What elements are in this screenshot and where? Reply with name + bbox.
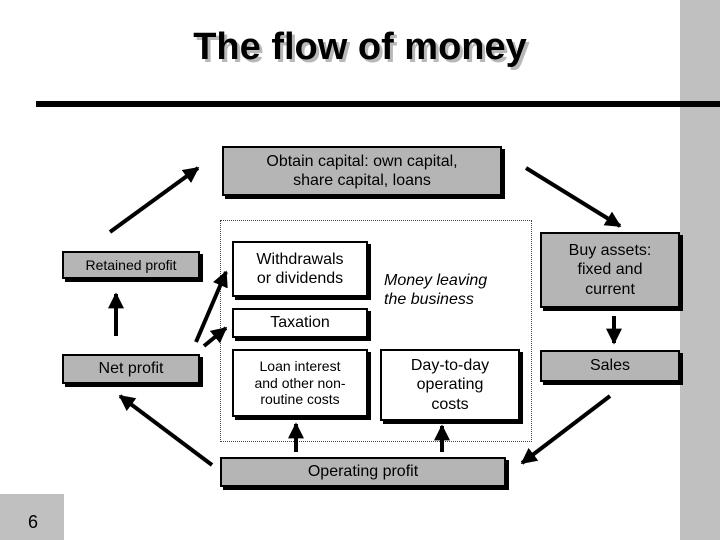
- money-leaving-line1: Money leaving: [384, 271, 488, 289]
- arrow-operating-to-net: [118, 394, 214, 467]
- retained-profit-box: Retained profit: [62, 251, 200, 279]
- buy-assets-line1: Buy assets:: [568, 242, 652, 260]
- withdrawals-line1: Withdrawals: [256, 250, 344, 268]
- sales-box: Sales: [540, 350, 680, 382]
- money-leaving-label: Money leaving the business: [384, 268, 516, 312]
- loan-interest-line2: and other non-: [254, 374, 346, 391]
- net-profit-label: Net profit: [98, 360, 164, 378]
- buy-assets-line3: current: [585, 280, 635, 298]
- arrow-capital-to-assets: [524, 166, 622, 228]
- loan-interest-box: Loan interest and other non- routine cos…: [232, 349, 368, 417]
- sales-label: Sales: [589, 357, 631, 375]
- buy-assets-box: Buy assets: fixed and current: [540, 232, 680, 308]
- arrow-net-to-taxation: [202, 326, 228, 348]
- page-number: 6: [28, 512, 39, 532]
- money-leaving-line2: the business: [384, 291, 474, 308]
- slide-title: The flow of money: [193, 26, 527, 68]
- obtain-capital-box: Obtain capital: own capital, share capit…: [222, 146, 502, 196]
- buy-assets-line2: fixed and: [577, 261, 643, 279]
- withdrawals-box: Withdrawals or dividends: [232, 241, 368, 297]
- arrow-sales-to-operating: [520, 394, 612, 465]
- taxation-box: Taxation: [232, 308, 368, 338]
- day-to-day-line3: costs: [431, 395, 469, 413]
- loan-interest-line3: routine costs: [260, 391, 340, 408]
- day-to-day-line1: Day-to-day: [410, 357, 490, 375]
- right-decor-band: [680, 0, 720, 540]
- day-to-day-line2: operating: [416, 376, 484, 394]
- operating-profit-label: Operating profit: [307, 463, 419, 481]
- obtain-capital-line2: share capital, loans: [293, 172, 431, 189]
- taxation-label: Taxation: [270, 314, 330, 332]
- title-rule: [36, 101, 720, 107]
- operating-profit-box: Operating profit: [220, 457, 506, 487]
- withdrawals-line2: or dividends: [256, 270, 344, 287]
- obtain-capital-line1: Obtain capital: own capital,: [266, 152, 458, 170]
- retained-profit-label: Retained profit: [85, 256, 177, 273]
- arrow-net-to-withdrawals: [194, 270, 228, 343]
- day-to-day-box: Day-to-day operating costs: [380, 349, 520, 421]
- bottom-decor-band: [0, 494, 64, 540]
- arrow-retained-to-capital: [108, 166, 200, 234]
- loan-interest-line1: Loan interest: [259, 357, 341, 374]
- net-profit-box: Net profit: [62, 354, 200, 384]
